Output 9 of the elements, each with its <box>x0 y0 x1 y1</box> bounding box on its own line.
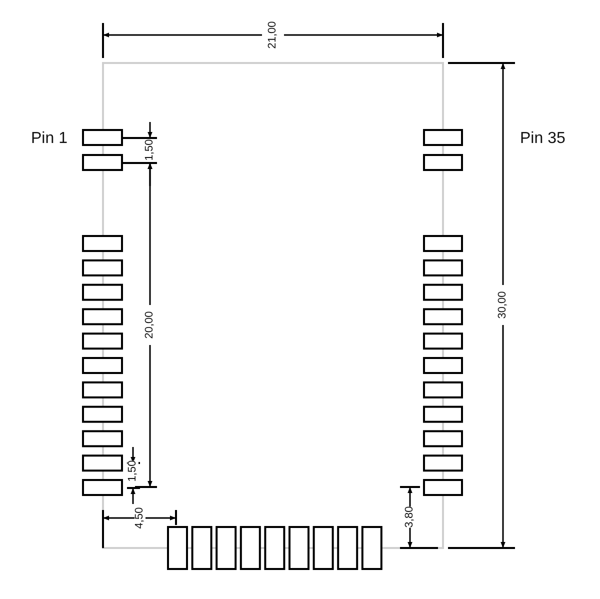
dimension-value: 20,00 <box>144 311 156 339</box>
dimension-value: 3,80 <box>404 506 416 528</box>
dimension-value: 1,50 <box>128 460 138 482</box>
pin-label: Pin 1 <box>31 131 68 147</box>
dimension-value: 21,00 <box>268 21 278 49</box>
dimension-value: 1,50 <box>144 139 156 161</box>
dimension-value: 4,50 <box>134 507 146 529</box>
pin-label: Pin 35 <box>520 131 566 147</box>
dimension-value: 30,00 <box>498 291 508 319</box>
